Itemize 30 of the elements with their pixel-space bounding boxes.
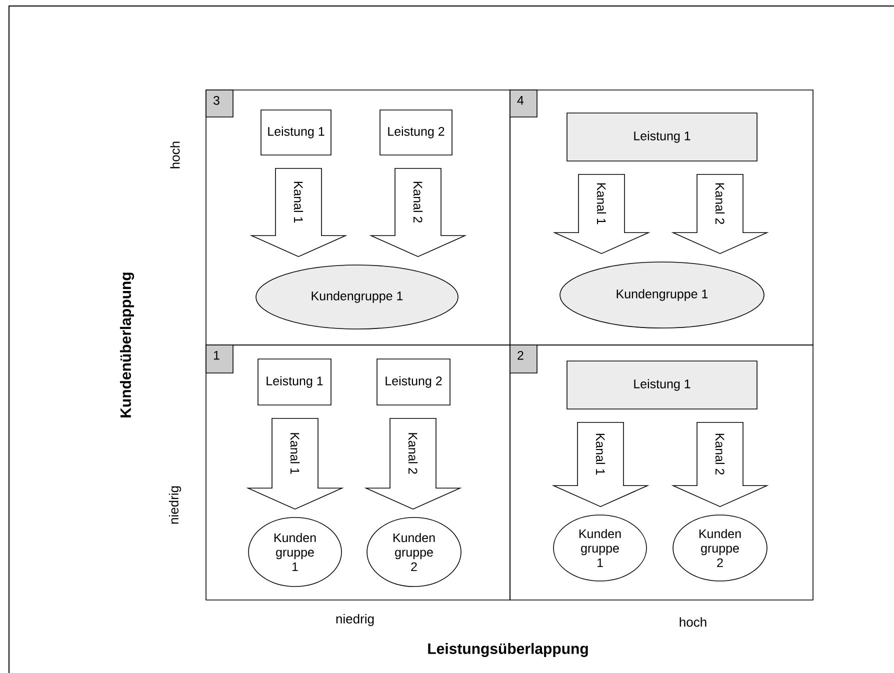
- axis-label: hoch: [170, 142, 180, 168]
- axis-title: Leistungsüberlappung: [428, 642, 588, 658]
- edge-label: Kanal 2: [407, 431, 419, 476]
- block-arrow: [250, 168, 348, 258]
- quadrant-box: [206, 344, 510, 600]
- quadrant-box: [206, 90, 510, 346]
- block-arrow: [671, 174, 769, 254]
- block-arrow: [246, 418, 344, 510]
- service-box: Leistung 1: [260, 110, 332, 156]
- block-arrow: [671, 422, 769, 508]
- number-tab: 1: [206, 344, 234, 374]
- axis-title: Kundenüberlappung: [120, 272, 134, 418]
- service-box: Leistung 1: [566, 360, 758, 410]
- block-arrow: [552, 174, 650, 254]
- axis-label: niedrig: [336, 614, 374, 626]
- block-arrow: [369, 168, 467, 258]
- service-box: Leistung 2: [376, 358, 450, 406]
- edge-label: Kanal 1: [289, 431, 301, 476]
- number-tab: 3: [206, 90, 234, 118]
- number-tab: 2: [510, 344, 538, 374]
- service-box: Leistung 1: [258, 358, 332, 406]
- axis-label: niedrig: [168, 486, 182, 524]
- block-arrow: [552, 422, 650, 508]
- quadrant-box: [510, 344, 814, 600]
- service-box: Leistung 2: [380, 110, 452, 156]
- quadrant-box: [510, 90, 814, 346]
- service-box: Leistung 1: [566, 112, 758, 162]
- axis-label: hoch: [680, 617, 706, 627]
- block-arrow: [364, 418, 462, 510]
- number-tab: 4: [510, 90, 538, 118]
